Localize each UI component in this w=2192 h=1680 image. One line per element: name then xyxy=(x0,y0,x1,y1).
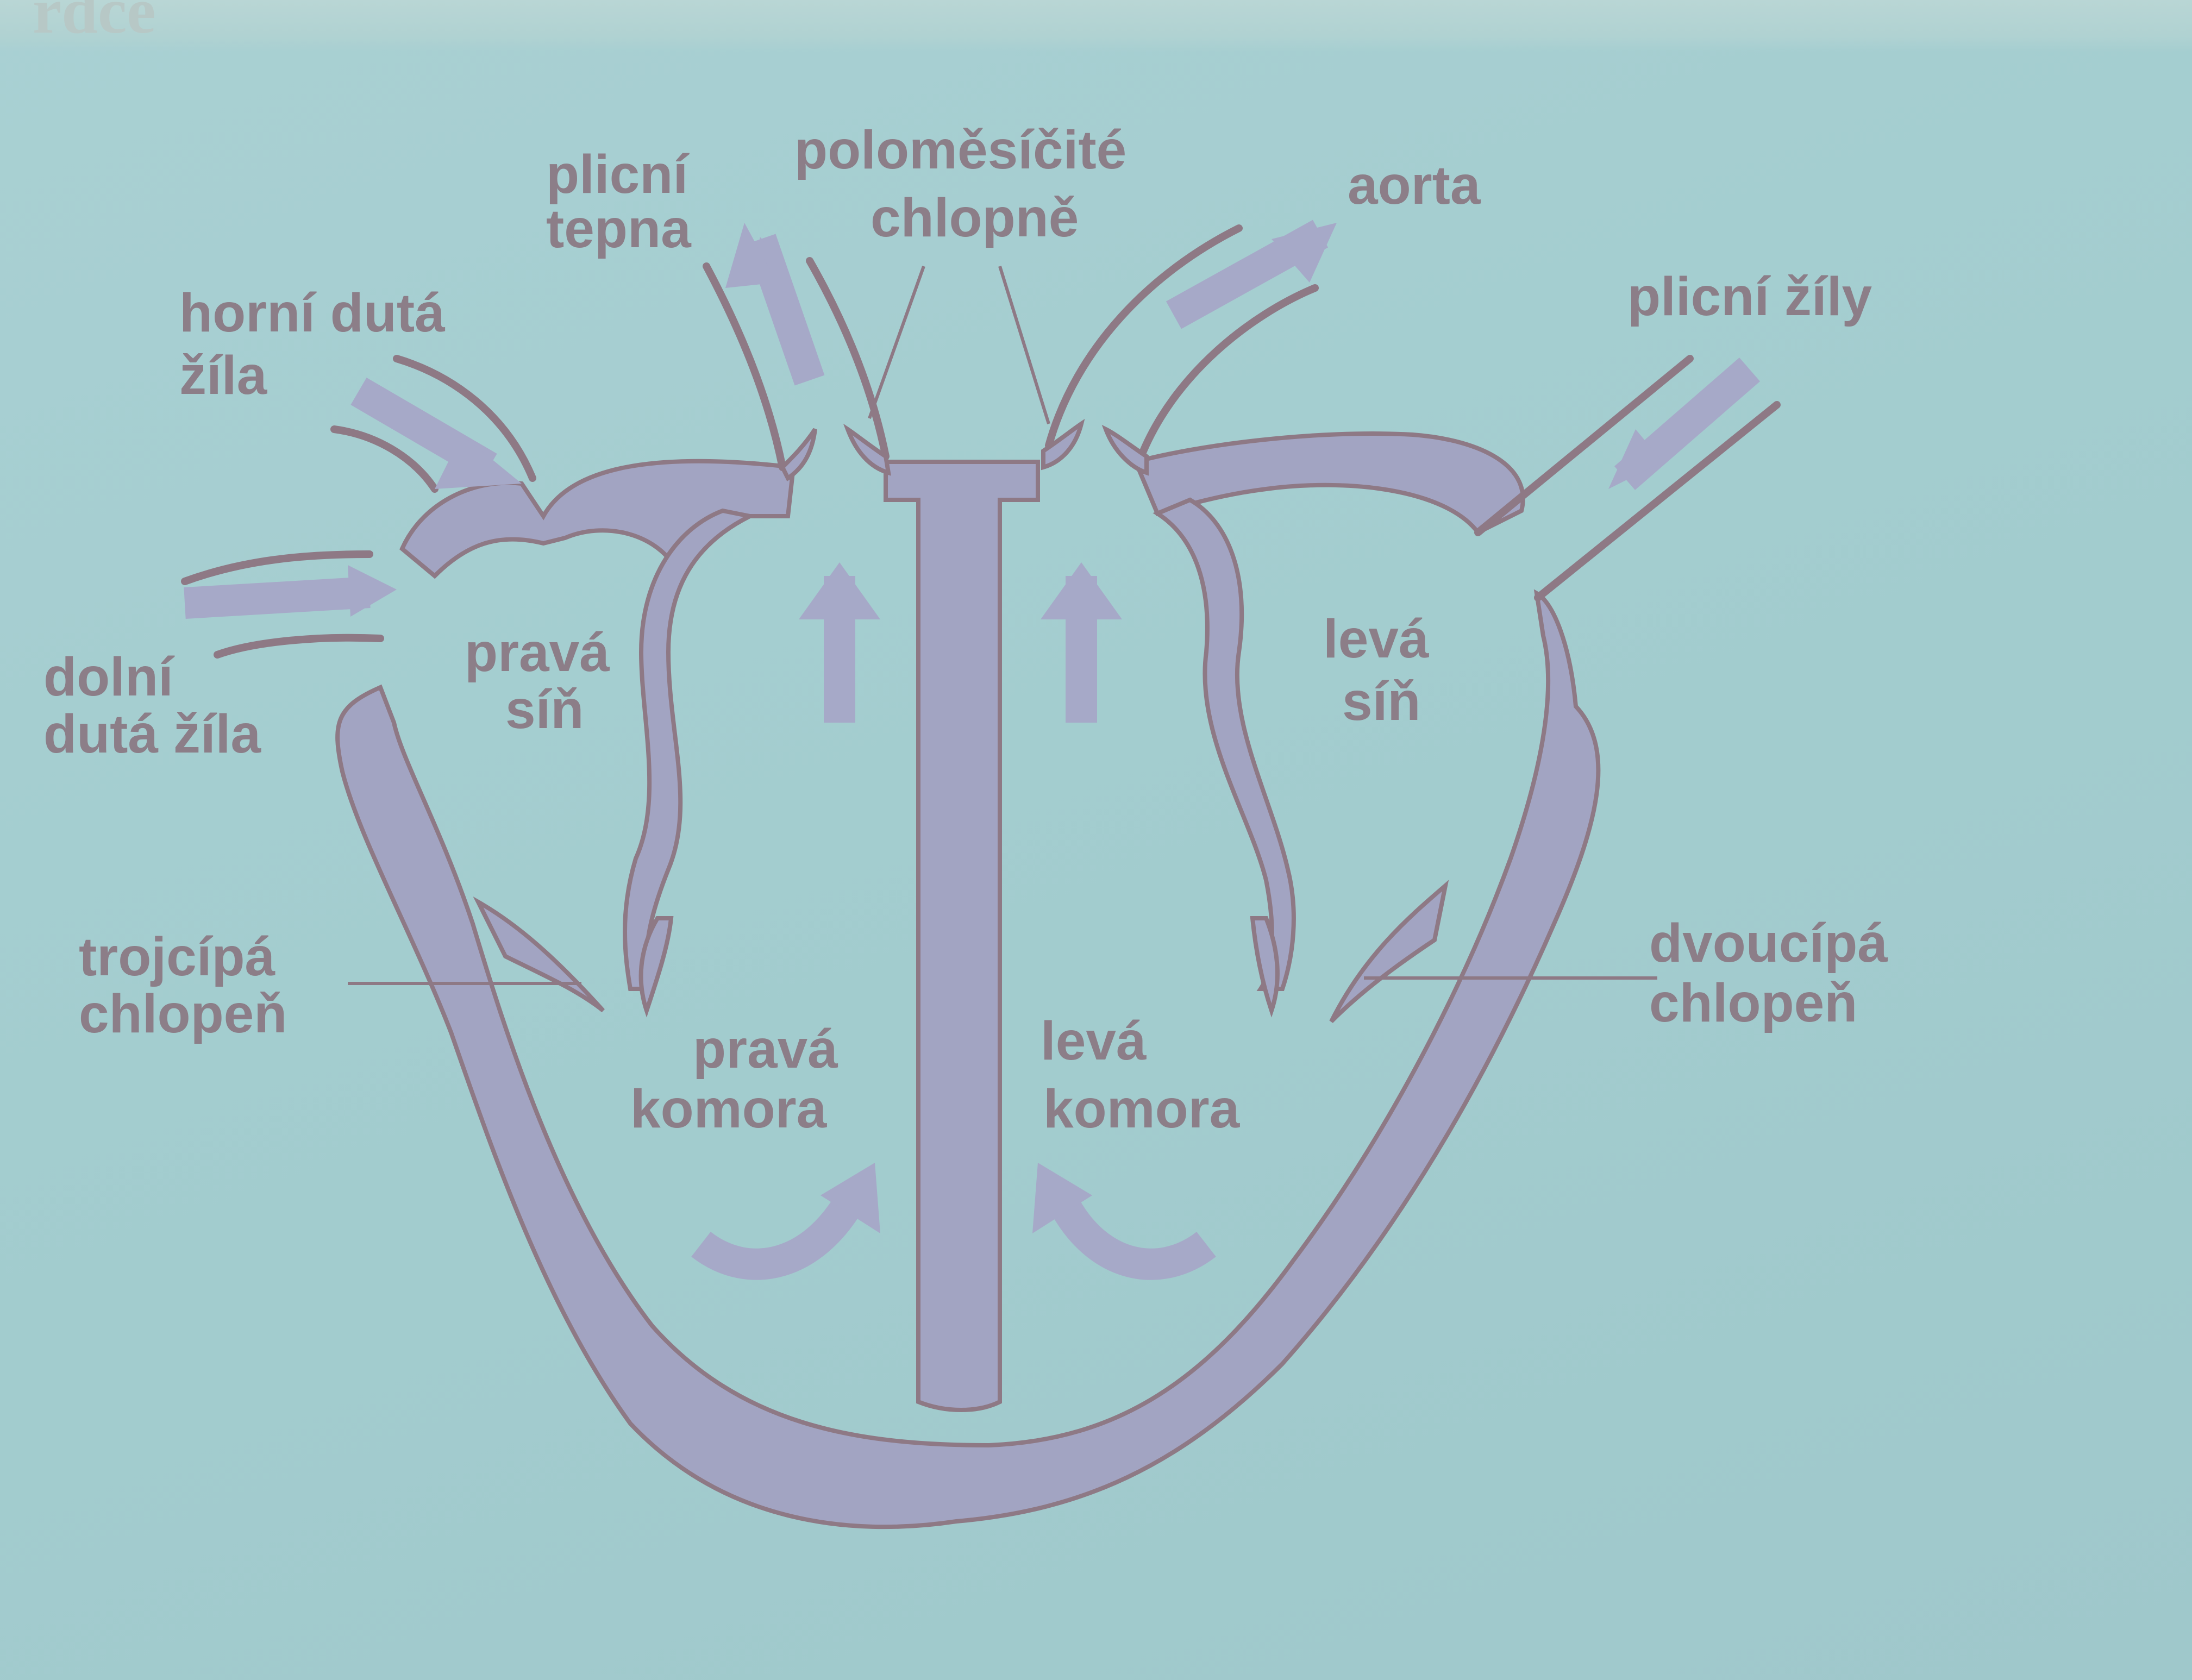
arrow-left-ventricle-curve xyxy=(1045,1188,1216,1280)
aorta-wall-right xyxy=(1137,284,1319,460)
arrow-right-ventricle-curve xyxy=(691,1187,867,1280)
label-dvoucipa-1: dvoucípá xyxy=(1649,913,1888,974)
label-prava-komora-2: komora xyxy=(630,1079,828,1139)
slide-top-band xyxy=(0,0,2192,52)
label-trojcipa-2: chlopeň xyxy=(79,983,287,1044)
tricuspid-leaflet-right xyxy=(638,916,674,1018)
vessel-walls xyxy=(181,224,1781,659)
inferior-vena-cava-upper xyxy=(181,550,373,585)
arrow-inferior-vena-cava xyxy=(184,576,372,619)
aortic-valve-cusp-right xyxy=(1101,424,1149,476)
label-polomesicite-1: poloměsíčité xyxy=(794,120,1126,180)
label-horni-duta-2: žíla xyxy=(179,345,268,406)
label-plicni-tepna-1: plicní xyxy=(546,144,690,205)
left-atrium-roof xyxy=(1132,431,1525,536)
superior-vena-cava-upper xyxy=(393,355,536,482)
bicuspid-leaflet-right xyxy=(1329,880,1449,1023)
aorta-wall-left xyxy=(1045,224,1243,449)
pulmonary-artery-wall-right xyxy=(806,257,890,460)
label-dolni-duta-2: dutá žíla xyxy=(43,704,261,764)
pulmonary-valve-cusp-right xyxy=(843,423,891,476)
pulmonary-valve-cusp-left xyxy=(780,428,817,481)
pulmonary-vein-upper xyxy=(1474,355,1694,536)
label-prava-sin-2: síň xyxy=(505,679,584,740)
semilunar-valve-cusps xyxy=(780,418,1149,481)
label-leva-komora-2: komora xyxy=(1043,1079,1241,1139)
label-dvoucipa-2: chlopeň xyxy=(1649,973,1857,1033)
pulmonary-vein-lower xyxy=(1534,401,1781,601)
label-polomesicite-2: chlopně xyxy=(870,187,1079,248)
leader-semilunar-left xyxy=(868,265,925,419)
slide-title-fragment: rdce xyxy=(33,0,156,47)
tricuspid-leaflet-left xyxy=(473,896,605,1013)
interventricular-septum xyxy=(884,460,1040,1412)
pulmonary-artery-wall-left xyxy=(703,262,786,471)
label-plicni-tepna-2: tepna xyxy=(546,198,692,259)
arrow-pulmonary-artery xyxy=(746,234,825,386)
aortic-valve-cusp-left xyxy=(1041,418,1085,471)
label-trojcipa-1: trojcípá xyxy=(79,926,275,987)
arrow-heads xyxy=(348,223,1663,1233)
label-plicni-zily: plicní žíly xyxy=(1627,266,1872,327)
label-prava-komora-1: pravá xyxy=(693,1019,838,1080)
label-leva-sin-1: levá xyxy=(1323,609,1429,669)
leader-lines xyxy=(348,265,1657,985)
heart-outer-wall xyxy=(335,589,1601,1529)
label-aorta: aorta xyxy=(1348,155,1481,216)
bicuspid-leaflet-left xyxy=(1250,916,1280,1018)
label-leva-komora-1: levá xyxy=(1041,1011,1147,1071)
label-horni-duta-1: horní dutá xyxy=(179,283,445,343)
label-leva-sin-2: síň xyxy=(1342,671,1420,732)
leader-semilunar-right xyxy=(998,266,1050,424)
left-atrium-inner-wall xyxy=(1153,497,1296,991)
inferior-vena-cava-lower xyxy=(214,634,384,659)
label-prava-sin-1: pravá xyxy=(465,622,610,683)
label-dolni-duta-1: dolní xyxy=(43,647,175,707)
superior-vena-cava-lower xyxy=(330,425,439,493)
right-atrium-inner-wall xyxy=(623,508,757,991)
